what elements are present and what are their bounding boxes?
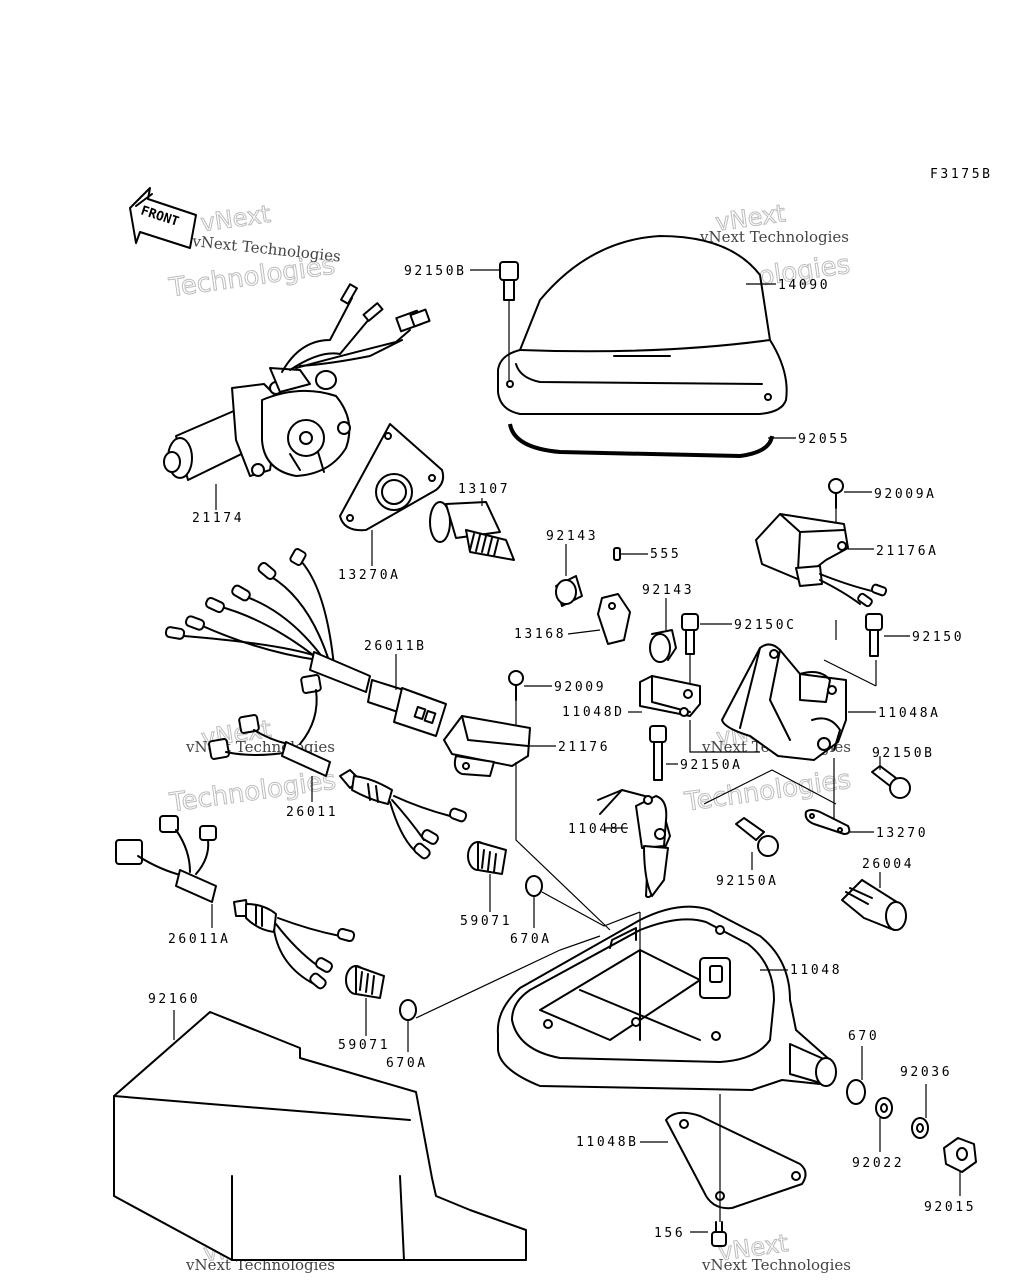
- bolt-92009A: [828, 478, 872, 540]
- label-13270A: 13270A: [338, 568, 401, 583]
- label-13270: 13270: [876, 826, 928, 841]
- label-92009: 92009: [554, 680, 606, 695]
- label-92022: 92022: [852, 1156, 904, 1171]
- part-26011B-harness: [164, 548, 447, 737]
- label-26011: 26011: [286, 805, 338, 820]
- part-11048D-block: [628, 675, 760, 753]
- label-92143-b: 92143: [642, 583, 694, 598]
- part-670A-oring-a: [525, 875, 641, 928]
- label-670: 670: [848, 1029, 879, 1044]
- part-13270-clip: [804, 758, 874, 835]
- part-26004-fitting: [841, 872, 907, 931]
- part-14090-cover: [497, 235, 788, 415]
- label-26004: 26004: [862, 857, 914, 872]
- label-92160: 92160: [148, 992, 200, 1007]
- part-26011-harness: [208, 674, 468, 860]
- label-92150B-right: 92150B: [872, 746, 935, 761]
- part-11048A-bracket: [721, 643, 876, 761]
- part-92143-bushing-a: [555, 544, 583, 607]
- label-26011A: 26011A: [168, 932, 231, 947]
- label-92150A-mid: 92150A: [680, 758, 743, 773]
- part-21176-module: [443, 715, 611, 931]
- label-92036: 92036: [900, 1065, 952, 1080]
- label-92150: 92150: [912, 630, 964, 645]
- bolt-92150A-low: [703, 769, 837, 870]
- bolt-92150A-mid: [649, 725, 678, 781]
- label-21176A: 21176A: [876, 544, 939, 559]
- label-26011B: 26011B: [364, 639, 427, 654]
- bolt-92009: [508, 670, 552, 728]
- part-26011A-harness: [115, 815, 356, 990]
- part-92022-washer: [875, 1097, 893, 1152]
- bolt-156: [690, 1210, 727, 1247]
- label-59071-a: 59071: [460, 914, 512, 929]
- part-59071-fitting-a: [467, 841, 507, 912]
- label-59071-b: 59071: [338, 1038, 390, 1053]
- label-21176: 21176: [558, 740, 610, 755]
- part-11048B-plate: [640, 1094, 807, 1210]
- label-11048: 11048: [790, 963, 842, 978]
- part-21174-motor: [163, 283, 431, 510]
- label-11048A: 11048A: [878, 706, 941, 721]
- label-13107: 13107: [458, 482, 510, 497]
- svg-text:vNext: vNext: [199, 200, 272, 237]
- label-92143-a: 92143: [546, 529, 598, 544]
- label-13168: 13168: [514, 627, 566, 642]
- bolt-92150: [823, 613, 910, 687]
- part-92036-lockwasher: [911, 1084, 929, 1139]
- label-92150B-top: 92150B: [404, 264, 467, 279]
- part-92015-nut: [943, 1137, 977, 1196]
- watermark-small-top-right: vNext Technologies: [699, 228, 849, 246]
- watermark-small-bottom-right: vNext Technologies: [701, 1256, 851, 1274]
- part-21176A-sensor: [755, 513, 888, 608]
- part-13107-shaft: [429, 498, 515, 561]
- label-11048B: 11048B: [576, 1135, 639, 1150]
- label-670A-a: 670A: [510, 932, 552, 947]
- part-11048C-lever: [597, 789, 671, 899]
- part-92160-cover: [113, 1010, 527, 1261]
- part-92055-gasket: [508, 423, 774, 459]
- label-156: 156: [654, 1226, 685, 1241]
- label-92055: 92055: [798, 432, 850, 447]
- part-59071-fitting-b: [345, 965, 385, 1036]
- label-670A-b: 670A: [386, 1056, 428, 1071]
- bolt-92150B-top: [499, 261, 519, 380]
- label-11048D: 11048D: [562, 705, 625, 720]
- part-13168-bracket: [567, 593, 631, 645]
- label-14090: 14090: [778, 278, 830, 293]
- part-11048-base: [496, 905, 837, 1091]
- label-92015: 92015: [924, 1200, 976, 1215]
- label-92150C: 92150C: [734, 618, 797, 633]
- label-92009A: 92009A: [874, 487, 937, 502]
- part-555-pin: [613, 547, 648, 561]
- part-92143-bushing-b: [649, 598, 677, 663]
- part-13270A-plate: [339, 423, 445, 566]
- diagram-code: F3175B: [930, 167, 993, 182]
- part-670-oring: [846, 1046, 866, 1105]
- bolt-92150B-right: [871, 756, 911, 799]
- part-670A-oring-b: [399, 935, 601, 1052]
- label-11048C: 11048C: [568, 822, 631, 837]
- front-arrow-icon: FRONT: [129, 187, 197, 249]
- label-21174: 21174: [192, 511, 244, 526]
- label-555: 555: [650, 547, 681, 562]
- label-92150A-low: 92150A: [716, 874, 779, 889]
- bolt-92150C: [681, 613, 732, 690]
